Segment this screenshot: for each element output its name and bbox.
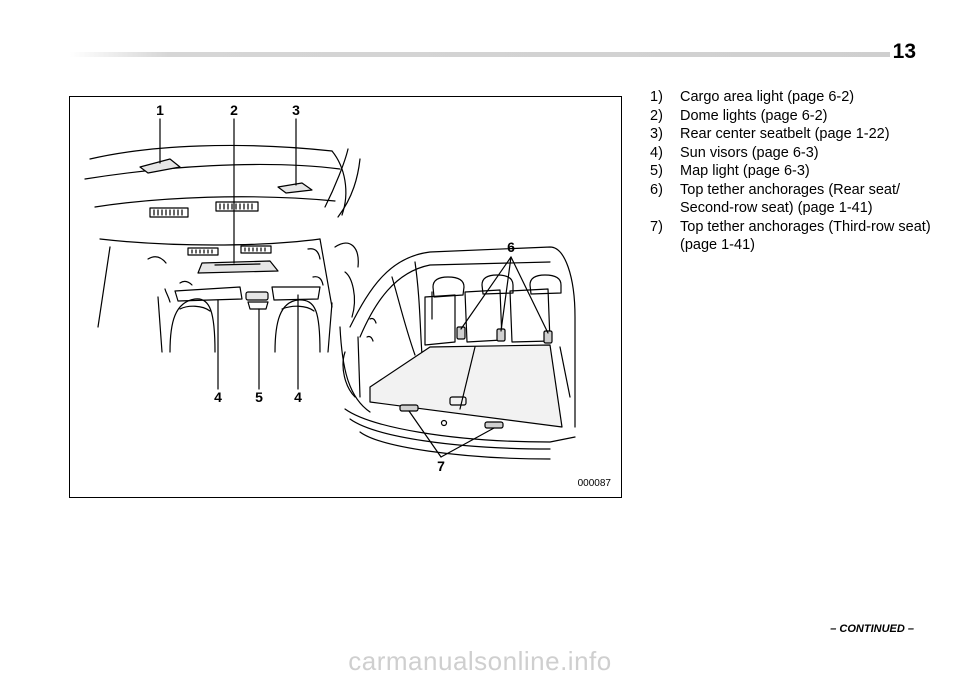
legend-item: 4) Sun visors (page 6-3) — [650, 144, 950, 163]
callout-4-right: 4 — [294, 389, 302, 405]
legend-item-text: Top tether anchorages (Rear seat/ Second… — [680, 181, 901, 217]
legend-list: 1) Cargo area light (page 6-2) 2) Dome lig… — [650, 88, 950, 255]
header-rule — [70, 52, 890, 57]
page-number: 13 — [892, 40, 916, 63]
callout-1: 1 — [156, 102, 164, 118]
legend-item: 1) Cargo area light (page 6-2) — [650, 88, 950, 107]
legend-item-number: 2) — [650, 107, 663, 124]
legend-item-number: 4) — [650, 144, 663, 161]
legend-item: 2) Dome lights (page 6-2) — [650, 107, 950, 126]
callout-2: 2 — [230, 102, 238, 118]
legend-item: 5) Map light (page 6-3) — [650, 162, 950, 181]
callout-6: 6 — [507, 239, 515, 255]
legend-item-number: 6) — [650, 181, 663, 198]
legend-item-text: Top tether anchorages (Third-row seat) (… — [680, 218, 931, 254]
callout-7: 7 — [437, 458, 445, 474]
legend-item: 6) Top tether anchorages (Rear seat/ Seco… — [650, 181, 950, 218]
figure-code: 000087 — [577, 478, 611, 489]
callout-5: 5 — [255, 389, 263, 405]
legend-item-text: Map light (page 6-3) — [680, 163, 810, 179]
vehicle-interior-illustration — [84, 118, 576, 460]
legend-item: 7) Top tether anchorages (Third-row seat)… — [650, 218, 950, 255]
legend-item-number: 1) — [650, 89, 663, 105]
callout-4-left: 4 — [214, 389, 222, 405]
legend-item-text: Rear center seatbelt (page 1-22) — [680, 126, 890, 142]
legend-item-text: Dome lights (page 6-2) — [680, 107, 828, 124]
watermark: carmanualsonline.info — [348, 646, 612, 676]
callout-3: 3 — [292, 102, 300, 118]
legend-item-number: 3) — [650, 126, 663, 142]
legend-item-text: Cargo area light (page 6-2) — [680, 89, 855, 105]
continued-label: – CONTINUED – — [830, 623, 914, 635]
legend-item-number: 5) — [650, 163, 663, 179]
legend-item: 3) Rear center seatbelt (page 1-22) — [650, 125, 950, 144]
legend-item-text: Sun visors (page 6-3) — [680, 144, 819, 161]
figure-frame: 1 2 3 4 5 4 6 7 000087 — [69, 96, 622, 498]
legend-item-number: 7) — [650, 218, 663, 235]
